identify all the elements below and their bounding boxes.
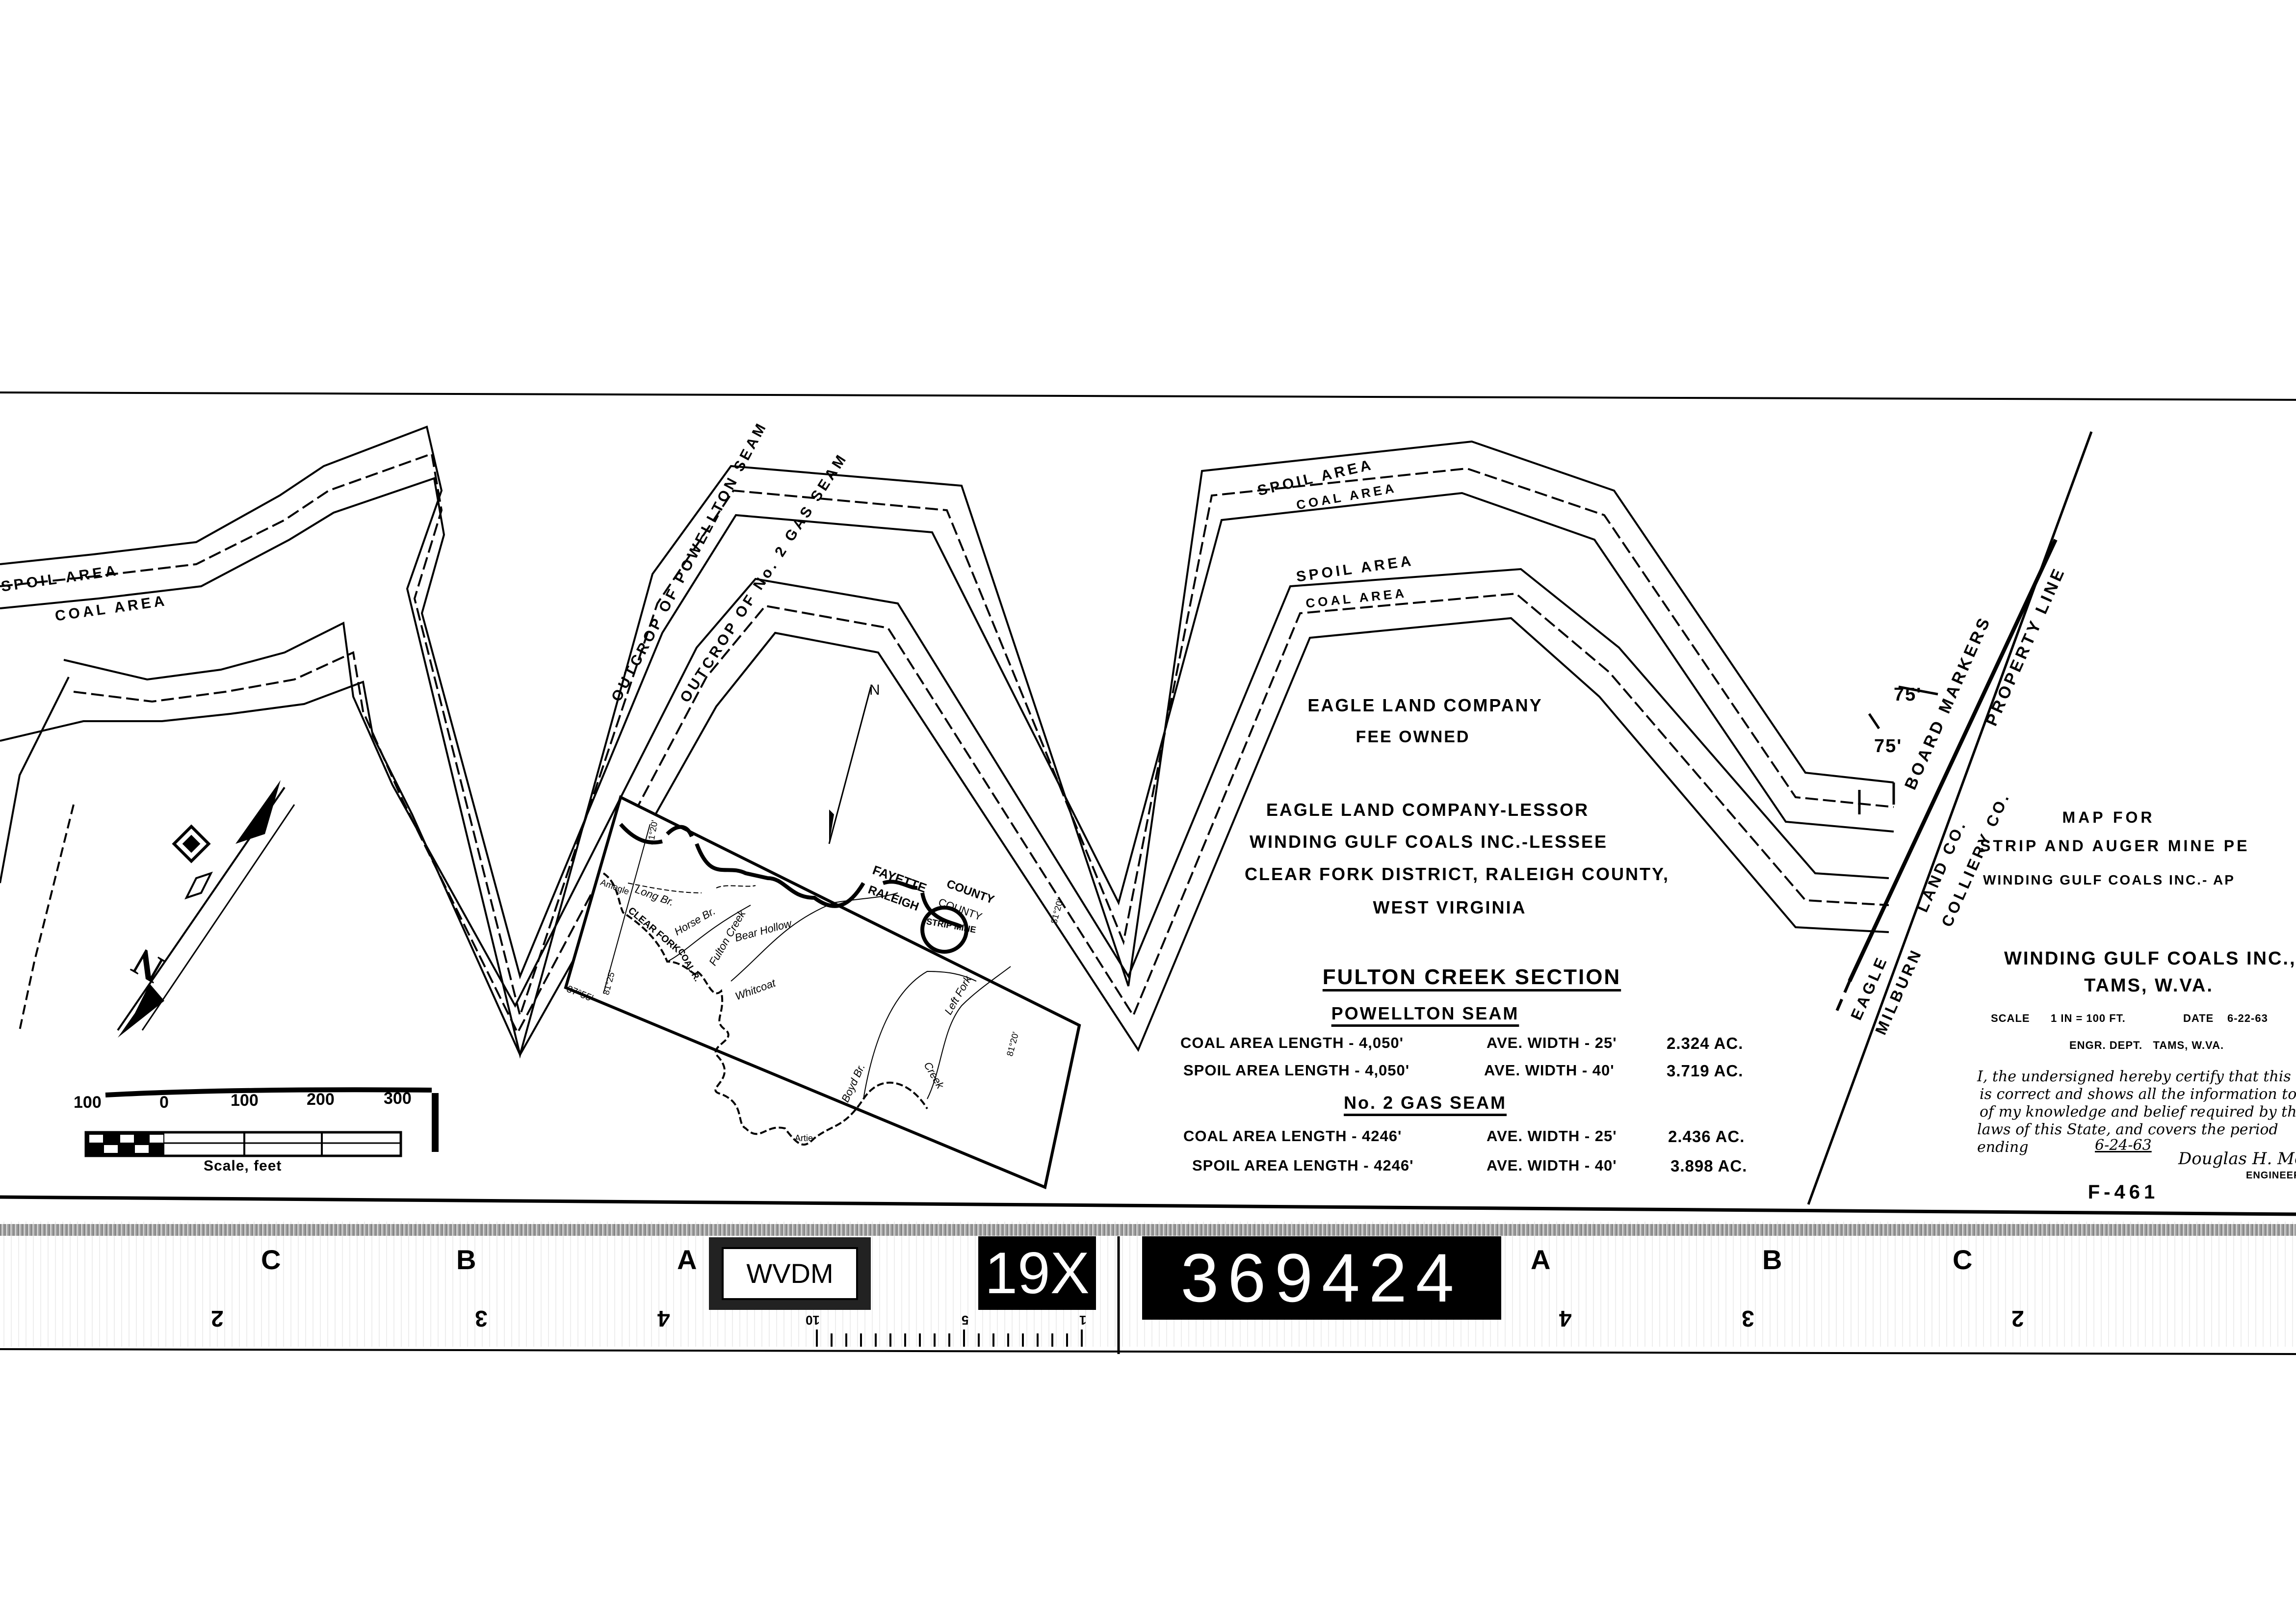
film-letter-b-right: B [1762, 1244, 1782, 1275]
gas-spoil-line [63, 568, 1889, 1008]
date-label: DATE [2183, 1012, 2214, 1024]
district-text: CLEAR FORK DISTRICT, RALEIGH COUNTY, [1244, 864, 1670, 884]
engineer-label: ENGINEER [2246, 1170, 2296, 1181]
inset-north-label: N [869, 682, 880, 698]
roll-number: 19X [978, 1236, 1096, 1310]
left-coal-line [19, 804, 75, 1031]
period-ending-date: 6-24-63 [2095, 1137, 2152, 1154]
scale-tick-0: 0 [159, 1093, 169, 1112]
archive-code-label: WVDM [722, 1247, 858, 1300]
label-offset-75-upper: 75' [1894, 684, 1922, 705]
film-number-4-left: 4 [657, 1306, 670, 1331]
powellton-coal-acres: 2.324 Ac. [1667, 1034, 1744, 1052]
certification-line-5: ending [1977, 1139, 2029, 1156]
film-ruler-5: 5 [962, 1313, 969, 1328]
state-text: WEST VIRGINIA [1373, 897, 1527, 917]
powellton-coal-width: AVE. WIDTH - 25' [1487, 1034, 1617, 1051]
film-strip-edge-band [0, 1224, 2296, 1236]
scale-caption: Scale, feet [204, 1158, 282, 1174]
property-line [1848, 539, 2058, 982]
gas-spoil-width: AVE. WIDTH - 40' [1487, 1157, 1617, 1174]
film-letter-b-left: B [456, 1244, 476, 1275]
film-letter-c-left: C [261, 1244, 281, 1275]
longitude-81-25-line [603, 824, 651, 994]
date-value: 6-22-63 [2227, 1012, 2268, 1024]
scale-value: 1 IN = 100 FT. [2051, 1012, 2126, 1024]
bottom-border-line [0, 1195, 2296, 1216]
certification-line-2: is correct and shows all the information… [1980, 1086, 2296, 1103]
inset-north-arrow-icon [828, 686, 872, 844]
north-arrow-icon: N [117, 780, 295, 1038]
section-title: FULTON CREEK SECTION [1322, 965, 1621, 989]
gas-coal-line [73, 592, 1889, 1035]
seam-heading-powellton: POWELLTON SEAM [1331, 1003, 1519, 1023]
film-letter-c-right: C [1953, 1244, 1973, 1275]
label-offset-75-lower: 75' [1874, 736, 1903, 756]
inset-artie: Artie [795, 1133, 813, 1143]
outcrop-powellton-line [0, 477, 1894, 980]
certification-line-4: laws of this State, and covers the perio… [1977, 1121, 2278, 1138]
seam-heading-no2-gas: No. 2 GAS SEAM [1343, 1093, 1507, 1113]
property-line-dashed [1833, 980, 1851, 1017]
powellton-spoil-acres: 3.719 Ac. [1667, 1062, 1744, 1080]
left-spoil-line [0, 677, 70, 884]
film-number-2-right: 2 [2011, 1306, 2024, 1331]
drawing-number: F-461 [2087, 1181, 2159, 1203]
film-ruler-1: 1 [1079, 1313, 1087, 1328]
strip-mine-circle [920, 906, 968, 954]
board-marker-arrows [1858, 685, 1938, 814]
lessor-text: EAGLE LAND COMPANY-LESSOR [1266, 800, 1590, 820]
scale-tick-200: 200 [307, 1090, 335, 1109]
film-letter-a-right: A [1531, 1244, 1551, 1275]
inset-location-map [564, 795, 1081, 1190]
title-applicant: WINDING GULF COALS INC.- AP [1983, 872, 2235, 887]
frame-number: 369424 [1142, 1236, 1501, 1320]
svg-text:N: N [125, 940, 171, 991]
film-number-3-right: 3 [1742, 1306, 1754, 1331]
scale-bar [74, 1087, 439, 1168]
title-purpose: STRIP AND AUGER MINE PE [1980, 837, 2250, 855]
engineering-dept: ENGR. DEPT. TAMS, W.VA. [2069, 1039, 2224, 1051]
coal-area-line [0, 452, 1894, 1019]
gas-spoil-length: SPOIL AREA LENGTH - 4246' [1192, 1157, 1414, 1174]
powellton-spoil-width: AVE. WIDTH - 40' [1484, 1062, 1615, 1079]
film-letter-a-left: A [677, 1244, 697, 1275]
owner-line-2: FEE OWNED [1356, 728, 1470, 746]
scale-tick-100: 100 [231, 1091, 259, 1110]
clear-fork-river [602, 872, 928, 1146]
scale-tick-300: 300 [384, 1089, 412, 1108]
engineer-signature: Douglas H. Mc [2178, 1149, 2296, 1169]
film-ruler-10: 10 [806, 1313, 820, 1328]
powellton-seam-lines [0, 425, 1894, 1059]
scale-label: SCALE [1991, 1012, 2030, 1024]
powellton-coal-length: COAL AREA LENGTH - 4,050' [1180, 1034, 1404, 1051]
title-location: TAMS, W.VA. [2084, 975, 2214, 996]
film-number-4-right: 4 [1559, 1306, 1572, 1331]
scale-tick-100-left: 100 [74, 1093, 102, 1112]
gas-spoil-acres: 3.898 Ac. [1670, 1157, 1748, 1175]
certification-line-1: I, the undersigned hereby certify that t… [1977, 1068, 2296, 1085]
gas-coal-length: COAL AREA LENGTH - 4246' [1183, 1127, 1402, 1145]
gas-coal-width: AVE. WIDTH - 25' [1487, 1127, 1617, 1145]
lessee-text: WINDING GULF COALS INC.-LESSEE [1249, 832, 1608, 852]
powellton-spoil-length: SPOIL AREA LENGTH - 4,050' [1183, 1062, 1410, 1079]
archive-code-frame: WVDM [709, 1237, 871, 1310]
owner-line-1: EAGLE LAND COMPANY [1307, 695, 1543, 715]
gas-coal-acres: 2.436 Ac. [1668, 1127, 1745, 1146]
county-line [619, 823, 963, 929]
film-number-3-left: 3 [475, 1306, 488, 1331]
title-company: WINDING GULF COALS INC., [2004, 948, 2296, 969]
top-border-line [0, 391, 2296, 401]
certification-line-3: of my knowledge and belief required by t… [1980, 1103, 2296, 1121]
title-map-for: MAP FOR [2062, 808, 2155, 826]
film-number-2-left: 2 [211, 1306, 224, 1331]
